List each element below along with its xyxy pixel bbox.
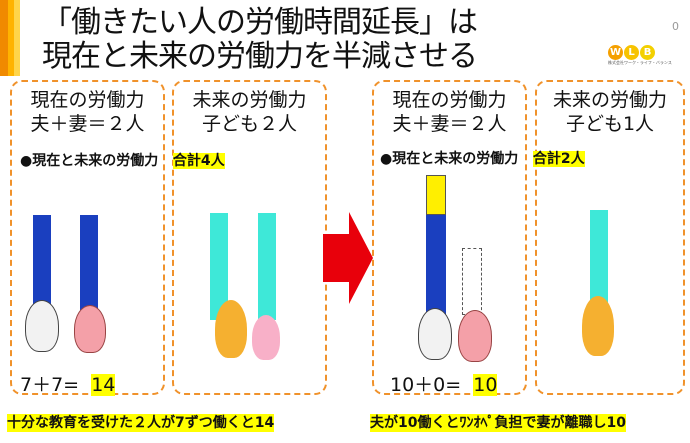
wife-figure <box>74 305 106 353</box>
heading-line: 現在の労働力 <box>392 89 507 111</box>
heading-line: 子ども２人 <box>201 113 297 135</box>
summary-total: 合計4人 <box>172 153 225 169</box>
girl-figure <box>252 315 280 360</box>
summary-label: ●現在と未来の労働力 <box>20 153 159 169</box>
summary-right: ●現在と未来の労働力 合計2人 <box>380 148 585 168</box>
child-bar <box>258 213 276 320</box>
heading-line: 未来の労働力 <box>192 89 307 111</box>
logo-letter: B <box>640 45 655 60</box>
title-line-1: 「働きたい人の労働時間延長」は <box>42 5 478 40</box>
husband-figure <box>418 308 452 360</box>
heading-line: 夫＋妻＝２人 <box>30 113 145 135</box>
logo-subtitle: 株式会社ワーク・ライフ・バランス <box>608 60 672 65</box>
equation-right: 10＋0= 10 <box>390 370 498 397</box>
boy-figure <box>215 300 247 358</box>
heading-line: 夫＋妻＝２人 <box>392 113 507 135</box>
arrow-right-icon <box>323 212 373 304</box>
child-bar <box>590 210 608 305</box>
slide-title: 「働きたい人の労働時間延長」は 現在と未来の労働力を半減させる <box>42 5 478 74</box>
equation-left: 7＋7= 14 <box>20 370 116 397</box>
summary-total: 合計2人 <box>532 151 585 167</box>
future-workforce-heading-left: 未来の労働力子ども２人 <box>172 88 327 136</box>
current-workforce-box-right <box>372 80 527 395</box>
caption-left: 十分な教育を受けた２人が7ずつ働くと14 <box>7 414 275 432</box>
current-workforce-heading-right: 現在の労働力夫＋妻＝２人 <box>372 88 527 136</box>
current-workforce-box-left <box>10 80 165 395</box>
husband-bar <box>426 215 446 315</box>
heading-line: 未来の労働力 <box>552 89 667 111</box>
accent-stripe <box>0 0 20 76</box>
husband-figure <box>25 300 59 352</box>
wife-figure <box>458 310 492 362</box>
page-number: 0 <box>672 20 679 33</box>
wife-bar <box>80 215 98 310</box>
overtime-bar <box>426 175 446 215</box>
husband-bar <box>33 215 51 310</box>
logo-letter: L <box>624 45 639 60</box>
caption-right: 夫が10働くとﾜﾝｵﾍﾟ負担で妻が離職し10 <box>370 414 626 432</box>
child-bar <box>210 213 228 320</box>
heading-line: 現在の労働力 <box>30 89 145 111</box>
future-workforce-box-right <box>535 80 685 395</box>
summary-label: ●現在と未来の労働力 <box>380 151 519 167</box>
equation-text: 10＋0= <box>390 374 462 396</box>
equation-text: 7＋7= <box>20 374 80 396</box>
title-line-2: 現在と未来の労働力を半減させる <box>42 39 478 74</box>
wife-bar-empty <box>462 248 482 315</box>
current-workforce-heading-left: 現在の労働力夫＋妻＝２人 <box>10 88 165 136</box>
equation-result: 10 <box>473 374 498 396</box>
future-workforce-heading-right: 未来の労働力子ども1人 <box>535 88 685 136</box>
boy-figure <box>582 296 614 356</box>
heading-line: 子ども1人 <box>565 113 655 135</box>
logo-letter: W <box>608 45 623 60</box>
summary-left: ●現在と未来の労働力 合計4人 <box>20 150 225 170</box>
equation-result: 14 <box>91 374 116 396</box>
